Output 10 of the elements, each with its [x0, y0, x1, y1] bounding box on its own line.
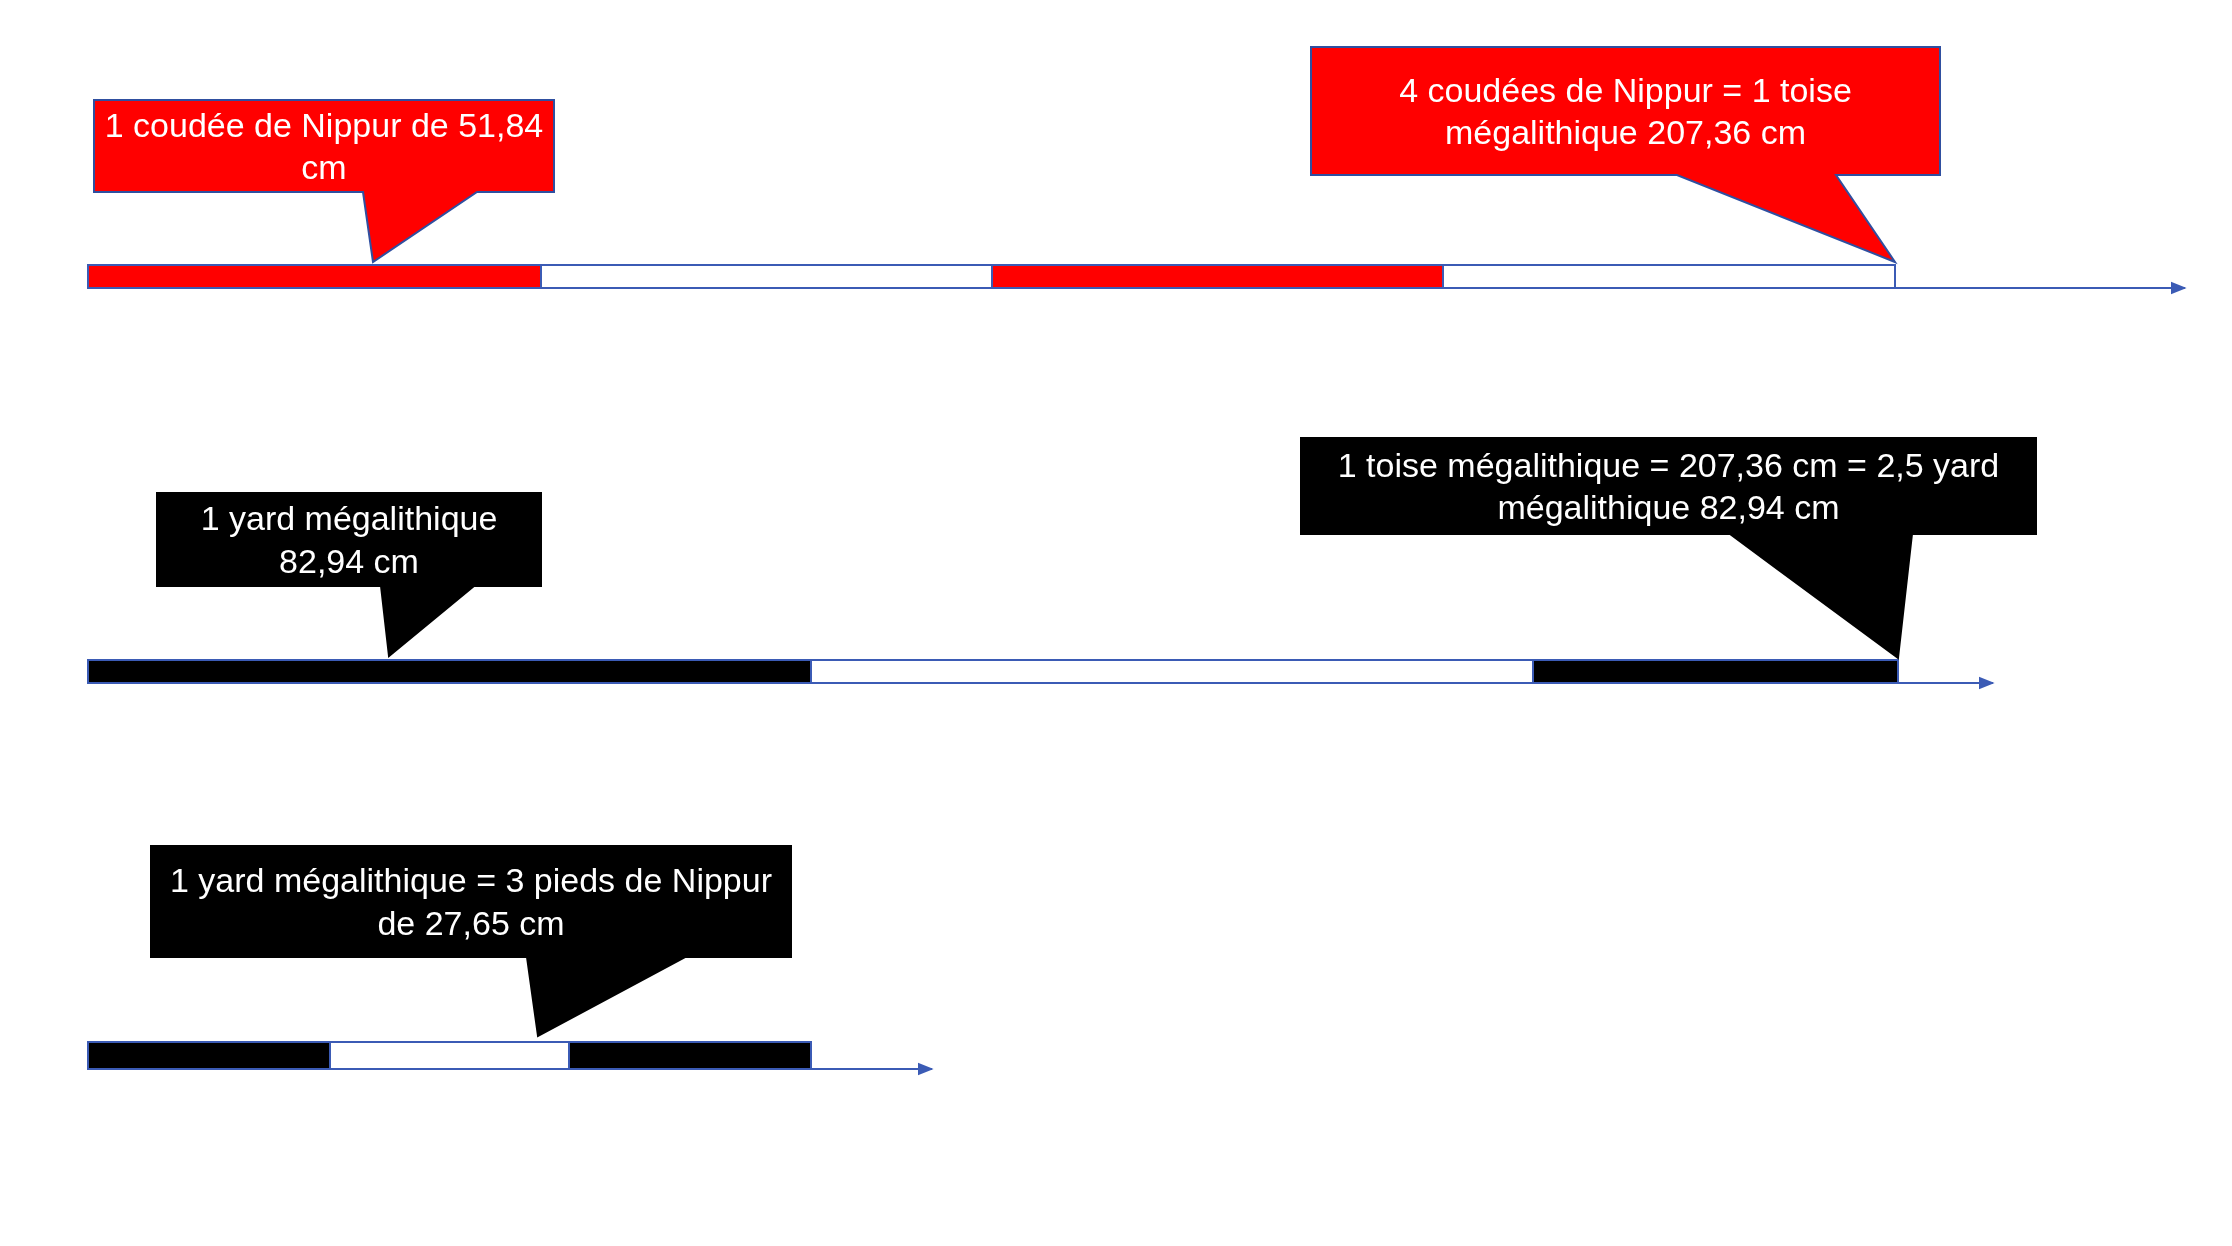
callout-text: 1 yard mégalithique 82,94 cm — [199, 498, 499, 582]
callout-box — [1301, 438, 2036, 658]
callout-text: 1 toise mégalithique = 207,36 cm = 2,5 yard mégalithique 82,94 cm — [1336, 444, 2001, 528]
callout-box — [151, 846, 791, 1036]
callout-text: 4 coudées de Nippur = 1 toise mégalithique 207,36 cm — [1398, 69, 1853, 153]
callout-box — [157, 493, 541, 656]
callout-box — [1311, 47, 1940, 262]
callout-text: 1 yard mégalithique = 3 pieds de Nippur de 27,65 cm — [169, 860, 773, 944]
callout-text: 1 coudée de Nippur de 51,84 cm — [103, 104, 545, 188]
callout-box — [94, 100, 554, 262]
